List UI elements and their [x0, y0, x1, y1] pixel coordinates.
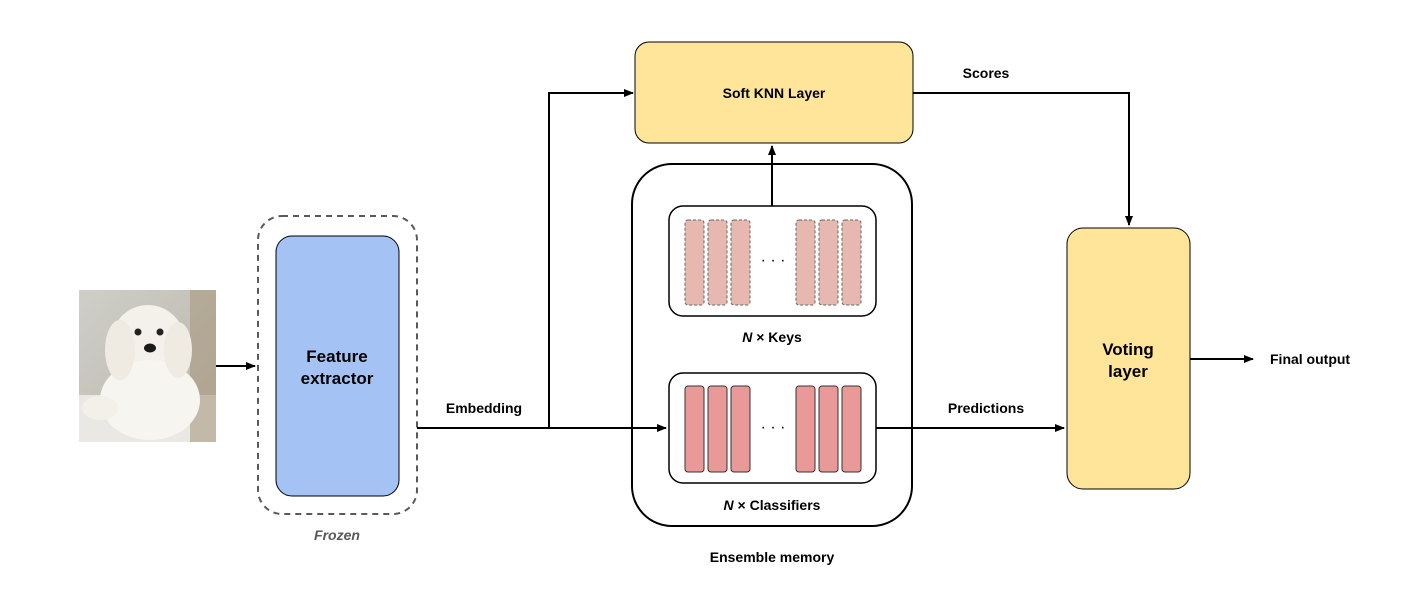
key-vector — [684, 219, 705, 306]
ensemble-memory-label: Ensemble memory — [710, 549, 835, 565]
classifier-vector — [841, 385, 862, 473]
classifiers-ellipsis: · · · — [761, 419, 786, 436]
feature-extractor-label-line1: Feature — [306, 347, 367, 366]
classifier-vector — [818, 385, 839, 473]
arrow-scores-to-voting — [913, 92, 1133, 226]
classifiers-label: N × Classifiers — [724, 497, 821, 513]
soft-knn-layer-label: Soft KNN Layer — [723, 85, 826, 101]
classifier-vector — [707, 385, 728, 473]
keys-label: N × Keys — [742, 329, 802, 345]
key-vector — [707, 219, 728, 306]
frozen-label: Frozen — [314, 527, 360, 543]
classifier-vector — [730, 385, 751, 473]
key-vector — [730, 219, 751, 306]
key-vector — [841, 219, 862, 306]
keys-ellipsis: · · · — [761, 252, 786, 269]
dog-photo — [79, 290, 216, 442]
classifier-vector — [684, 385, 705, 473]
final-output-label: Final output — [1270, 351, 1350, 367]
key-vector — [795, 219, 816, 306]
key-bars — [684, 219, 862, 306]
frozen-dashed-box — [257, 215, 418, 515]
scores-label: Scores — [963, 65, 1010, 81]
voting-layer-label-line2: layer — [1108, 362, 1148, 381]
classifier-bars — [684, 385, 862, 473]
feature-extractor-label-line2: extractor — [301, 369, 374, 388]
voting-layer-label-line1: Voting — [1102, 340, 1154, 359]
predictions-label: Predictions — [948, 400, 1024, 416]
embedding-label: Embedding — [446, 400, 522, 416]
classifier-vector — [795, 385, 816, 473]
feature-extractor-box — [275, 235, 400, 497]
key-vector — [818, 219, 839, 306]
arrow-embedding-to-knn — [548, 89, 634, 428]
